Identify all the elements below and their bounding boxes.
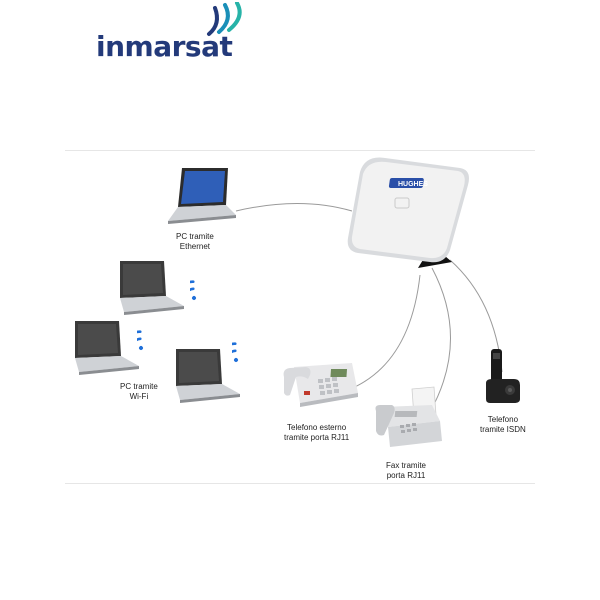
cable-phone xyxy=(347,274,421,391)
cable-ethernet xyxy=(235,203,353,212)
laptop-icon xyxy=(120,261,184,315)
top-divider xyxy=(65,150,535,151)
bottom-divider xyxy=(65,483,535,484)
terminal-brand: HUGHES xyxy=(398,181,428,188)
laptop-icon xyxy=(176,349,240,403)
wifi-signal-icon xyxy=(137,326,143,350)
fax-icon xyxy=(375,386,442,447)
laptop-icon xyxy=(168,168,236,224)
satellite-terminal-icon: HUGHES xyxy=(347,157,469,268)
laptop-icon xyxy=(75,321,139,375)
wifi-signal-icon xyxy=(232,338,238,362)
cable-fax xyxy=(429,267,451,413)
logo-swoosh-icon xyxy=(207,2,242,36)
wifi-signal-icon xyxy=(190,276,196,300)
desk-phone-icon xyxy=(283,363,358,407)
cordless-phone-icon xyxy=(486,349,520,403)
